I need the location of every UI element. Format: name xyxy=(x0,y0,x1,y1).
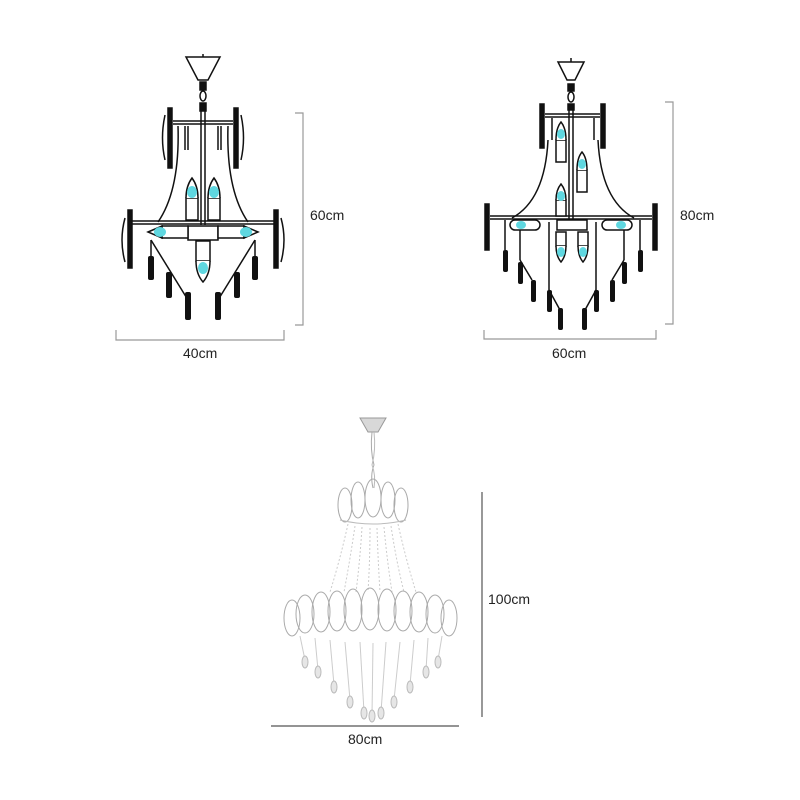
width-label: 40cm xyxy=(183,345,218,361)
width-label: 60cm xyxy=(552,345,587,361)
height-label: 80cm xyxy=(680,207,715,223)
width-label: 80cm xyxy=(348,731,383,747)
height-label: 100cm xyxy=(488,591,531,607)
height-label: 60cm xyxy=(310,207,345,223)
